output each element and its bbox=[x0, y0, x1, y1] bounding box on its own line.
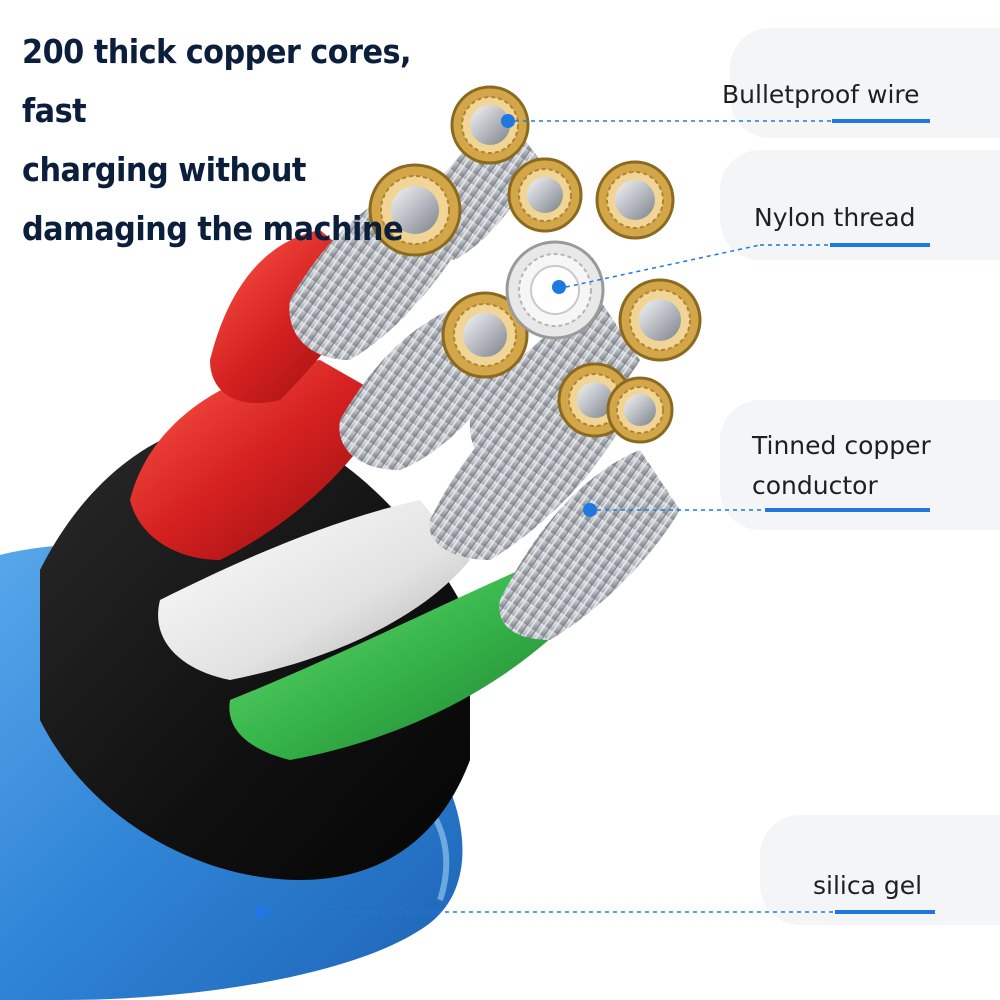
bulletproof-wire-label: Bulletproof wire bbox=[722, 80, 920, 109]
tinned-label-line: Tinned copper bbox=[752, 431, 931, 460]
bulletproof-marker-dot bbox=[501, 114, 515, 128]
silica-gel-label: silica gel bbox=[813, 871, 923, 900]
tinned-copper-conductor-label: Tinned copper conductor bbox=[752, 426, 931, 506]
red-insulation bbox=[130, 360, 390, 560]
callout-leaders bbox=[255, 114, 935, 919]
tinned-label-line: conductor bbox=[752, 471, 878, 500]
headline-line: 200 thick copper cores, fast bbox=[22, 32, 412, 130]
nylon-leader-line bbox=[565, 244, 761, 288]
label-background-band bbox=[760, 815, 1000, 925]
white-insulation bbox=[158, 500, 470, 680]
nylon-thread-label: Nylon thread bbox=[754, 203, 916, 232]
silica-marker-dot bbox=[255, 905, 269, 919]
headline: 200 thick copper cores, fast charging wi… bbox=[22, 22, 454, 258]
stranded-bundle bbox=[499, 450, 680, 640]
tinned-marker-dot bbox=[583, 503, 597, 517]
green-insulation bbox=[229, 570, 570, 760]
headline-line: charging without bbox=[22, 150, 306, 189]
label-background-band bbox=[720, 150, 1000, 260]
headline-line: damaging the machine bbox=[22, 209, 404, 248]
stranded-bundle bbox=[469, 300, 640, 480]
strand-end-caps bbox=[368, 85, 702, 444]
nylon-marker-dot bbox=[552, 280, 566, 294]
